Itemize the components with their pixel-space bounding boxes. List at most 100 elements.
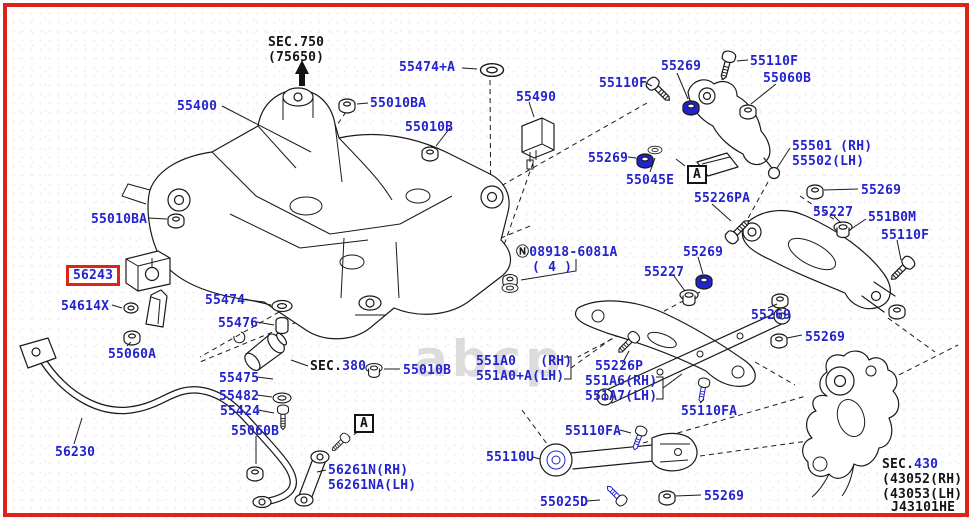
part-55490-drawing <box>521 117 555 170</box>
stabilizer-connecting-rod-drawing <box>294 450 330 507</box>
label-line: 55501 (RH) <box>792 139 873 154</box>
label-line: 55474+A <box>399 60 456 75</box>
part-label-55010B-low[interactable]: 55010B <box>403 363 451 378</box>
part-label-55475[interactable]: 55475 <box>219 371 259 386</box>
label-line: 55060B <box>231 424 280 439</box>
part-label-sec-380[interactable]: SEC.380 <box>310 359 366 374</box>
label-line: 55269 <box>661 59 702 74</box>
part-label-55269-e[interactable]: 55269 <box>704 489 744 504</box>
part-label-55110F-c[interactable]: 55110F <box>881 228 929 243</box>
label-line: 55269 <box>861 183 902 198</box>
lateral-rod-drawing <box>539 432 698 477</box>
label-line: (43052(RH) <box>882 472 963 487</box>
label-line: 55226PA <box>694 191 751 206</box>
label-line: (75650) <box>268 50 325 65</box>
part-label-551B0M[interactable]: 551B0M <box>868 210 916 225</box>
part-label-55010BA-left[interactable]: 55010BA <box>91 212 147 227</box>
part-label-551A6-551A7[interactable]: 551A6(RH)551A7(LH) <box>585 374 657 404</box>
label-line: 55110U <box>486 450 535 465</box>
label-line: SEC.380 <box>310 359 367 374</box>
label-line: 551A6(RH) <box>585 374 658 389</box>
marker-a-2: A <box>354 414 375 433</box>
part-label-55482[interactable]: 55482 <box>219 389 259 404</box>
label-line: 55400 <box>177 99 218 114</box>
part-label-55060B-b[interactable]: 55060B <box>231 424 279 439</box>
part-label-55110F-b[interactable]: 55110F <box>750 54 798 69</box>
part-label-55424[interactable]: 55424 <box>220 404 260 419</box>
part-label-551A0[interactable]: 551A0 (RH)551A0+A(LH) <box>476 354 572 384</box>
part-label-55226PA[interactable]: 55226PA <box>694 191 750 206</box>
label-line: 55269 <box>704 489 745 504</box>
rear-suspension-member-drawing <box>121 87 512 340</box>
label-line: 55227 <box>644 265 685 280</box>
part-label-55227-a[interactable]: 55227 <box>813 205 853 220</box>
part-label-sec-430[interactable]: SEC.430(43052(RH)(43053(LH) <box>882 457 962 502</box>
label-line: 551A0+A(LH) <box>476 369 565 384</box>
part-label-55269-b[interactable]: 55269 <box>588 151 628 166</box>
label-line: 54614X <box>61 299 110 314</box>
part-label-55269-d[interactable]: 55269 <box>683 245 723 260</box>
part-label-55490[interactable]: 55490 <box>516 90 556 105</box>
part-label-55269-c[interactable]: 55269 <box>861 183 901 198</box>
part-label-55010B-top[interactable]: 55010B <box>405 120 453 135</box>
part-label-55400[interactable]: 55400 <box>177 99 217 114</box>
label-line: 56261N(RH) <box>328 463 409 478</box>
marker-a-1: A <box>687 165 708 184</box>
part-label-55227-b[interactable]: 55227 <box>644 265 684 280</box>
part-label-56261N[interactable]: 56261N(RH)56261NA(LH) <box>328 463 416 493</box>
part-label-55010BA-top[interactable]: 55010BA <box>370 96 426 111</box>
label-line: 56243 <box>73 268 114 283</box>
part-label-55476[interactable]: 55476 <box>218 316 258 331</box>
label-line: 55110F <box>750 54 799 69</box>
stabilizer-bushing-drawing <box>123 250 171 328</box>
part-label-55045E[interactable]: 55045E <box>626 173 674 188</box>
part-label-55269-f[interactable]: 55269 <box>751 308 791 323</box>
part-label-54614X[interactable]: 54614X <box>61 299 109 314</box>
label-line: Ⓝ08918-6081A <box>516 245 618 260</box>
label-line: 55010BA <box>91 212 148 227</box>
part-label-55060B-a[interactable]: 55060B <box>763 71 811 86</box>
part-label-56243[interactable]: 56243 <box>66 265 121 286</box>
part-label-55226P[interactable]: 55226P <box>595 359 643 374</box>
part-label-08918-6081A[interactable]: Ⓝ08918-6081A ( 4 ) <box>516 245 618 275</box>
label-line: 55475 <box>219 371 260 386</box>
upper-link-drawing <box>687 79 781 180</box>
label-line: 55269 <box>683 245 724 260</box>
label-line: (43053(LH) <box>882 487 963 502</box>
part-label-55110U[interactable]: 55110U <box>486 450 534 465</box>
label-line: 55269 <box>751 308 792 323</box>
part-label-55501-55502[interactable]: 55501 (RH)55502(LH) <box>792 139 872 169</box>
label-line: 56230 <box>55 445 96 460</box>
part-label-55060A[interactable]: 55060A <box>108 347 156 362</box>
part-label-55110FA-r[interactable]: 55110FA <box>681 404 737 419</box>
label-line: A <box>360 416 369 431</box>
part-label-sec-750[interactable]: SEC.750(75650) <box>268 35 324 65</box>
label-line: 55045E <box>626 173 675 188</box>
adjustable-arm-drawing <box>596 307 791 406</box>
part-label-55269-g[interactable]: 55269 <box>805 330 845 345</box>
part-label-55110FA-l[interactable]: 55110FA <box>565 424 621 439</box>
label-line: 55010BA <box>370 96 427 111</box>
label-line: SEC.430 <box>882 457 939 472</box>
knuckle-drawing <box>802 350 900 498</box>
label-line: 55025D <box>540 495 589 510</box>
part-label-55025D[interactable]: 55025D <box>540 495 588 510</box>
label-line: 55010B <box>403 363 452 378</box>
label-line: 55010B <box>405 120 454 135</box>
label-line: 55110FA <box>565 424 622 439</box>
part-label-55269-a[interactable]: 55269 <box>661 59 701 74</box>
part-label-55110F-a[interactable]: 55110F <box>599 76 647 91</box>
label-line: 551A0 (RH) <box>476 354 573 369</box>
label-line: 551B0M <box>868 210 917 225</box>
label-line: 55226P <box>595 359 644 374</box>
part-label-56230[interactable]: 56230 <box>55 445 95 460</box>
label-line: 55110FA <box>681 404 738 419</box>
part-label-55474[interactable]: 55474 <box>205 293 245 308</box>
stabilizer-bar-drawing <box>19 337 298 509</box>
part-label-diagram-code: J43101HE <box>891 500 955 515</box>
label-line: 55474 <box>205 293 246 308</box>
part-label-55474-A[interactable]: 55474+A <box>399 60 455 75</box>
